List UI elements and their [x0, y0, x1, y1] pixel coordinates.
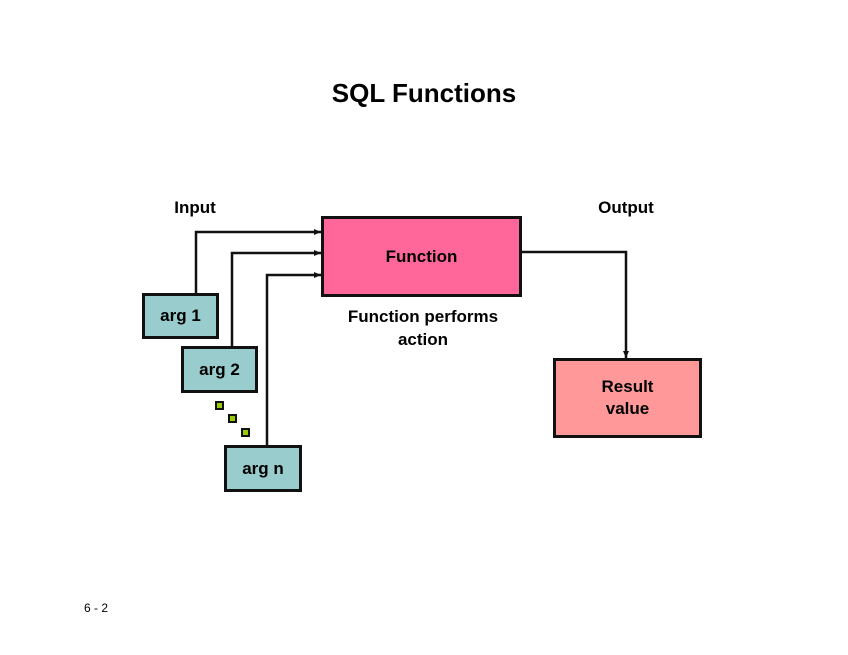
function-description-line1: Function performs: [347, 307, 499, 326]
ellipsis-dot-3: [241, 428, 250, 437]
result-label-line1: Result: [601, 377, 654, 396]
result-label-line2: value: [605, 399, 650, 418]
input-label: Input: [174, 198, 216, 217]
argn-connector: [265, 272, 321, 445]
function-description-line2: action: [397, 330, 449, 349]
arg2-label: arg 2: [199, 359, 240, 379]
arg2-connector: [230, 250, 321, 346]
output-label: Output: [598, 198, 654, 217]
arg2-box: arg 2: [181, 346, 258, 393]
arg1-box: arg 1: [142, 293, 219, 339]
function-description: Function performs action: [322, 305, 524, 351]
function-box: Function: [321, 216, 522, 297]
argn-box: arg n: [224, 445, 302, 492]
ellipsis-dot-2: [228, 414, 237, 423]
arg1-connector: [194, 229, 321, 293]
output-connector: [521, 250, 629, 358]
argn-label: arg n: [242, 458, 284, 478]
function-box-label: Function: [385, 246, 458, 266]
slide-title: SQL Functions: [331, 78, 517, 108]
result-box: Result value: [553, 358, 702, 438]
ellipsis-dot-1: [215, 401, 224, 410]
page-number: 6 - 2: [84, 601, 109, 615]
arg1-label: arg 1: [160, 306, 201, 325]
